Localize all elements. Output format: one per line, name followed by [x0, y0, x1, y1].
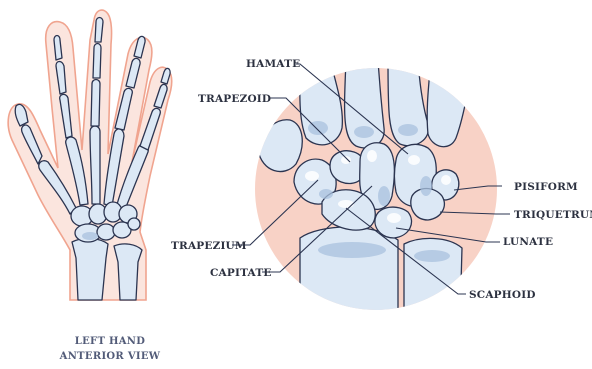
forearm-bases [300, 227, 462, 320]
label-lunate: LUNATE [503, 236, 553, 248]
label-trapezium: TRAPEZIUM [171, 240, 247, 252]
radius-bone [72, 238, 108, 300]
label-triquetrum: TRIQUETRUM [514, 209, 592, 221]
hand-figure: LEFT HAND ANTERIOR VIEW [8, 10, 172, 362]
label-hamate: HAMATE [246, 58, 300, 70]
wrist-zoom-view: HAMATE TRAPEZOID TRAPEZIUM CAPITATE PISI… [171, 58, 592, 320]
hand-caption-line2: ANTERIOR VIEW [59, 351, 161, 362]
hand-caption-line1: LEFT HAND [75, 336, 145, 347]
label-pisiform: PISIFORM [514, 181, 578, 193]
label-capitate: CAPITATE [210, 267, 272, 279]
label-trapezoid: TRAPEZOID [198, 93, 271, 105]
label-scaphoid: SCAPHOID [469, 289, 536, 301]
